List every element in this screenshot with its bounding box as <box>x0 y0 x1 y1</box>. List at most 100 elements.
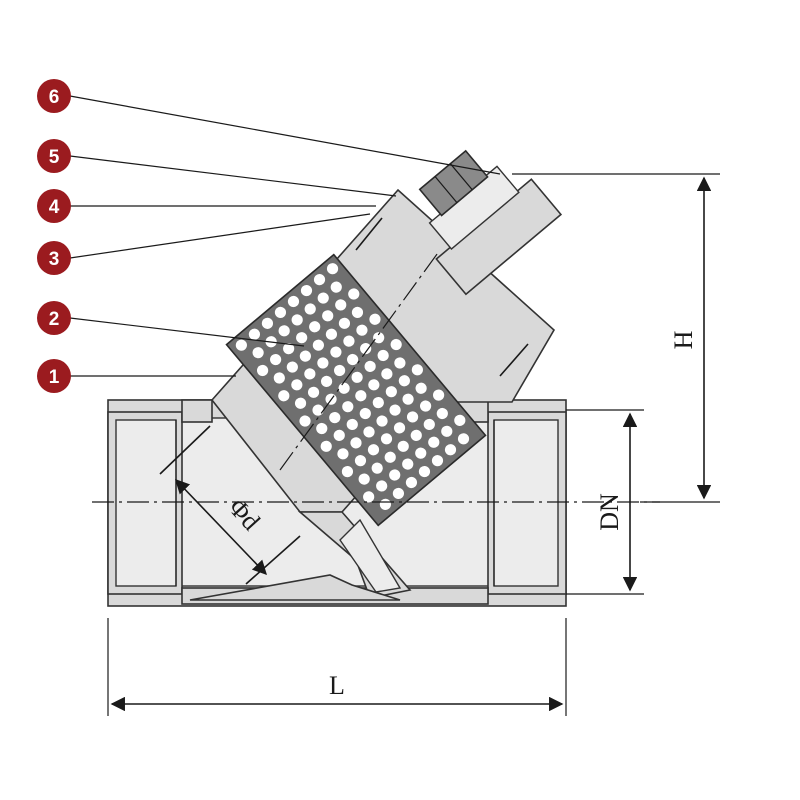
screen-hole <box>351 371 363 383</box>
screen-hole <box>410 429 422 441</box>
leader-lines <box>69 95 501 377</box>
screen-hole <box>354 455 367 467</box>
screen-hole <box>372 396 384 409</box>
screen-hole <box>248 328 261 340</box>
screen-hole <box>428 436 440 448</box>
screen-hole <box>419 400 432 412</box>
screen-hole <box>415 447 427 459</box>
dn-label: DN <box>595 493 624 531</box>
screen-hole <box>398 375 410 387</box>
screen-hole <box>389 404 401 416</box>
callout-number: 5 <box>49 147 60 168</box>
callout-number: 1 <box>49 367 60 388</box>
screen-hole <box>433 389 445 401</box>
screen-hole <box>333 429 345 441</box>
screen-hole <box>350 437 362 449</box>
screen-hole <box>291 314 303 326</box>
screen-hole <box>385 386 397 398</box>
screen-hole <box>338 317 351 329</box>
screen-hole <box>364 360 376 372</box>
callout-badge <box>37 139 71 173</box>
screen-hole <box>283 343 295 355</box>
screen-hole <box>369 313 381 325</box>
screen-hole <box>316 422 328 435</box>
screen-hole <box>304 368 316 380</box>
screen-hole <box>270 353 282 366</box>
screen-hole <box>312 339 324 351</box>
screen-hole <box>287 295 300 308</box>
screen-hole <box>363 426 375 438</box>
screen-hole <box>368 379 380 391</box>
screen-hole <box>330 346 342 358</box>
screen-axis-centerline <box>279 249 441 471</box>
screen-hole <box>436 407 448 420</box>
screen-hole <box>307 386 320 398</box>
callout-number: 2 <box>49 309 60 330</box>
screen-hole <box>402 393 414 405</box>
screen-hole <box>444 444 457 456</box>
screen-hole <box>343 335 355 347</box>
callout-4: 4 <box>37 189 71 223</box>
screen-hole <box>317 357 329 369</box>
screen-hole <box>304 303 316 315</box>
screen-hole <box>346 418 358 431</box>
screen-hole <box>274 306 287 319</box>
screen-hole <box>359 407 371 420</box>
screen-hole <box>273 372 285 384</box>
screen-hole <box>291 379 303 391</box>
screen-hole <box>252 347 264 359</box>
screen-hole <box>347 353 359 366</box>
screen-hole <box>320 375 333 387</box>
cap-assembly <box>418 149 563 296</box>
screen-hole <box>415 382 427 394</box>
screen-hole <box>363 491 375 503</box>
screen-hole <box>377 349 389 362</box>
screen-hole <box>394 357 406 369</box>
callout-badge <box>37 241 71 275</box>
screen-hole <box>376 480 388 492</box>
screen-hole <box>457 433 470 445</box>
screen-hole <box>367 444 380 456</box>
screen-hole <box>371 462 383 474</box>
screen-hole <box>313 274 326 286</box>
callout-badge <box>37 189 71 223</box>
callout-number: 3 <box>49 249 60 270</box>
screen-hole <box>294 397 307 409</box>
screen-hole <box>326 263 339 275</box>
screen-hole <box>380 433 393 445</box>
screen-hole <box>356 324 368 336</box>
screen-hole <box>441 425 453 437</box>
screen-hole <box>397 440 409 452</box>
screen-hole <box>402 458 414 470</box>
screen-hole <box>330 281 342 293</box>
gasket <box>355 217 529 377</box>
callout-3: 3 <box>37 241 71 275</box>
screen-hole <box>373 332 385 344</box>
screen-hole <box>390 338 402 351</box>
nominal-diameter-dimension: DN <box>566 409 644 595</box>
screen-hole <box>342 401 354 413</box>
screen-hole <box>235 339 247 351</box>
screen-hole <box>454 414 466 426</box>
screen-hole <box>334 364 346 377</box>
screen-hole <box>300 284 313 297</box>
screen-hole <box>381 368 393 380</box>
height-label: H <box>669 330 698 349</box>
screen-hole <box>431 455 444 467</box>
screen-hole <box>320 440 332 452</box>
callout-badge <box>37 359 71 393</box>
screen-hole <box>406 411 419 423</box>
callout-5: 5 <box>37 139 71 173</box>
perforated-screen <box>225 253 487 527</box>
screen-hole <box>376 415 388 427</box>
callout-1: 1 <box>37 359 71 393</box>
screen-hole <box>325 328 338 340</box>
callout-number: 6 <box>49 87 60 108</box>
length-label: L <box>329 671 345 700</box>
length-dimension: L <box>107 618 567 716</box>
screen-hole <box>335 299 347 311</box>
callout-6: 6 <box>37 79 71 113</box>
screen-hole <box>392 487 405 500</box>
drain-plug <box>418 149 489 217</box>
